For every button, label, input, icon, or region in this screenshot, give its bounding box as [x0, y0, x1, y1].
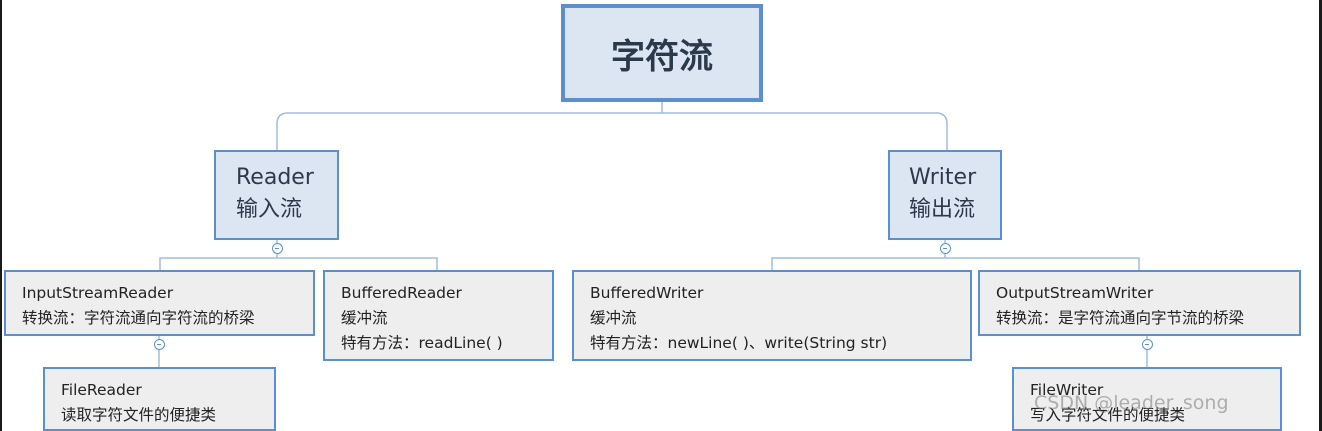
inputstreamreader-node[interactable]: InputStreamReader 转换流：字符流通向字符流的桥梁	[4, 270, 315, 336]
filereader-node[interactable]: FileReader 读取字符文件的便捷类	[43, 367, 276, 431]
filewriter-node[interactable]: FileWriter 写入字符文件的便捷类	[1012, 367, 1282, 431]
bufferedwriter-extra: 特有方法：newLine( )、write(String str)	[590, 334, 888, 352]
collapse-reader-icon[interactable]	[272, 243, 283, 254]
outputstreamwriter-name: OutputStreamWriter	[996, 284, 1154, 302]
filereader-desc: 读取字符文件的便捷类	[61, 406, 217, 424]
inputstreamreader-desc: 转换流：字符流通向字符流的桥梁	[22, 309, 255, 327]
watermark-text: CSDN @leader_song	[1034, 392, 1229, 414]
outputstreamwriter-desc: 转换流：是字符流通向字节流的桥梁	[996, 309, 1245, 327]
writer-name: Writer	[909, 165, 977, 190]
bufferedreader-desc: 缓冲流	[341, 309, 388, 327]
bufferedreader-name: BufferedReader	[341, 284, 462, 302]
writer-node[interactable]: Writer 输出流	[888, 150, 1002, 240]
bufferedreader-extra: 特有方法：readLine( )	[341, 334, 503, 352]
root-node[interactable]: 字符流	[561, 4, 763, 102]
right-frame-edge	[1319, 0, 1322, 431]
bufferedwriter-node[interactable]: BufferedWriter 缓冲流 特有方法：newLine( )、write…	[572, 270, 972, 361]
reader-connector	[159, 240, 438, 270]
filewriter-name: FileWriter	[1030, 381, 1104, 399]
reader-name: Reader	[236, 165, 314, 190]
collapse-writer-icon[interactable]	[940, 243, 951, 254]
collapse-outputstreamwriter-icon[interactable]	[1142, 339, 1153, 350]
filewriter-desc: 写入字符文件的便捷类	[1030, 406, 1186, 424]
writer-connector	[771, 240, 1140, 270]
writer-desc: 输出流	[909, 197, 976, 222]
filereader-name: FileReader	[61, 381, 142, 399]
bufferedwriter-name: BufferedWriter	[590, 284, 704, 302]
root-connector	[276, 102, 948, 150]
collapse-inputstreamreader-icon[interactable]	[154, 339, 165, 350]
reader-node[interactable]: Reader 输入流	[214, 150, 339, 240]
left-frame-edge	[0, 0, 2, 431]
inputstreamreader-name: InputStreamReader	[22, 284, 174, 302]
bufferedwriter-desc: 缓冲流	[590, 309, 637, 327]
root-title: 字符流	[611, 36, 713, 77]
bufferedreader-node[interactable]: BufferedReader 缓冲流 特有方法：readLine( )	[323, 270, 554, 361]
outputstreamwriter-node[interactable]: OutputStreamWriter 转换流：是字符流通向字节流的桥梁	[978, 270, 1301, 336]
reader-desc: 输入流	[236, 197, 303, 222]
